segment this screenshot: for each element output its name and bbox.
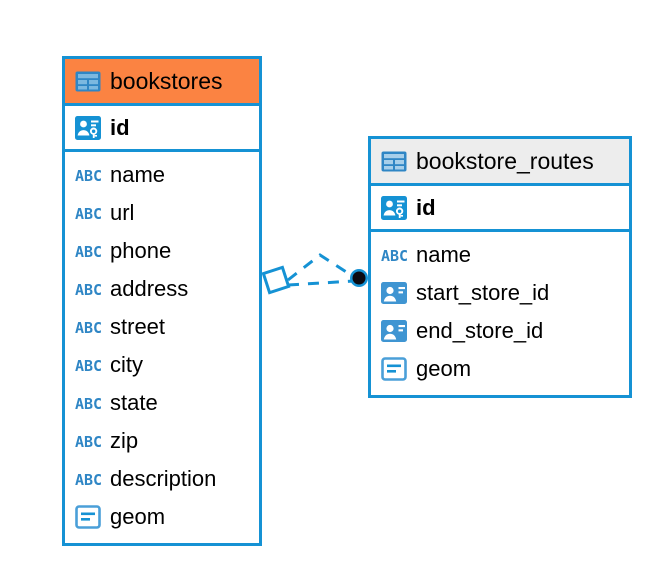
svg-text:ABC: ABC <box>75 396 101 411</box>
foreign-key-icon <box>381 282 407 304</box>
field-row-url[interactable]: ABC url <box>65 194 259 232</box>
field-label: url <box>110 200 135 225</box>
field-label: city <box>110 352 143 377</box>
diamond-marker <box>261 265 291 295</box>
text-abc-icon: ABC <box>75 358 101 373</box>
filled-circle-marker <box>350 269 368 287</box>
text-abc-icon: ABC <box>75 244 101 259</box>
field-row-name[interactable]: ABC name <box>371 236 629 274</box>
entity-bookstore-routes[interactable]: bookstore_routes id ABC name <box>368 136 632 398</box>
text-abc-icon: ABC <box>381 248 407 263</box>
foreign-key-icon <box>381 320 407 342</box>
svg-text:ABC: ABC <box>75 472 101 487</box>
field-label: description <box>110 466 217 491</box>
table-icon <box>381 151 407 171</box>
field-row-phone[interactable]: ABC phone <box>65 232 259 270</box>
entity-title: bookstores <box>110 67 223 94</box>
table-icon <box>75 71 101 91</box>
field-row-start-store-id[interactable]: start_store_id <box>371 274 629 312</box>
text-abc-icon: ABC <box>75 396 101 411</box>
text-abc-icon: ABC <box>75 472 101 487</box>
text-abc-icon: ABC <box>75 320 101 335</box>
svg-text:ABC: ABC <box>381 248 407 263</box>
field-row-end-store-id[interactable]: end_store_id <box>371 312 629 350</box>
field-list: ABC name ABC url ABC phone ABC ad <box>65 152 259 542</box>
field-label: id <box>110 114 130 140</box>
field-label: geom <box>416 356 472 381</box>
field-row-id[interactable]: id <box>371 186 629 232</box>
relationship-line-upper <box>287 253 355 282</box>
field-row-city[interactable]: ABC city <box>65 346 259 384</box>
primary-key-icon <box>381 195 407 220</box>
entity-title: bookstore_routes <box>416 147 594 174</box>
field-label: state <box>110 390 158 415</box>
field-label: end_store_id <box>416 318 544 343</box>
field-label: name <box>416 242 472 267</box>
svg-text:ABC: ABC <box>75 320 101 335</box>
text-abc-icon: ABC <box>75 282 101 297</box>
field-row-id[interactable]: id <box>65 106 259 152</box>
field-label: geom <box>110 504 166 529</box>
relationship-line-lower <box>287 279 355 287</box>
field-label: start_store_id <box>416 280 550 305</box>
svg-text:ABC: ABC <box>75 206 101 221</box>
field-row-zip[interactable]: ABC zip <box>65 422 259 460</box>
text-abc-icon: ABC <box>75 168 101 183</box>
field-label: id <box>416 194 436 220</box>
geometry-icon <box>381 357 407 381</box>
entity-header-bookstore-routes[interactable]: bookstore_routes <box>371 139 629 186</box>
field-label: address <box>110 276 189 301</box>
field-label: zip <box>110 428 139 453</box>
field-row-state[interactable]: ABC state <box>65 384 259 422</box>
field-row-description[interactable]: ABC description <box>65 460 259 498</box>
svg-text:ABC: ABC <box>75 282 101 297</box>
svg-text:ABC: ABC <box>75 434 101 449</box>
field-row-street[interactable]: ABC street <box>65 308 259 346</box>
svg-text:ABC: ABC <box>75 358 101 373</box>
svg-text:ABC: ABC <box>75 168 101 183</box>
entity-header-bookstores[interactable]: bookstores <box>65 59 259 106</box>
geometry-icon <box>75 505 101 529</box>
field-label: street <box>110 314 166 339</box>
primary-key-icon <box>75 115 101 140</box>
field-label: name <box>110 162 166 187</box>
field-row-geom[interactable]: geom <box>371 350 629 388</box>
text-abc-icon: ABC <box>75 206 101 221</box>
text-abc-icon: ABC <box>75 434 101 449</box>
svg-text:ABC: ABC <box>75 244 101 259</box>
field-row-name[interactable]: ABC name <box>65 156 259 194</box>
field-label: phone <box>110 238 172 263</box>
entity-bookstores[interactable]: bookstores id ABC name <box>62 56 262 546</box>
field-row-geom[interactable]: geom <box>65 498 259 536</box>
field-list: ABC name start_store_id <box>371 232 629 394</box>
field-row-address[interactable]: ABC address <box>65 270 259 308</box>
